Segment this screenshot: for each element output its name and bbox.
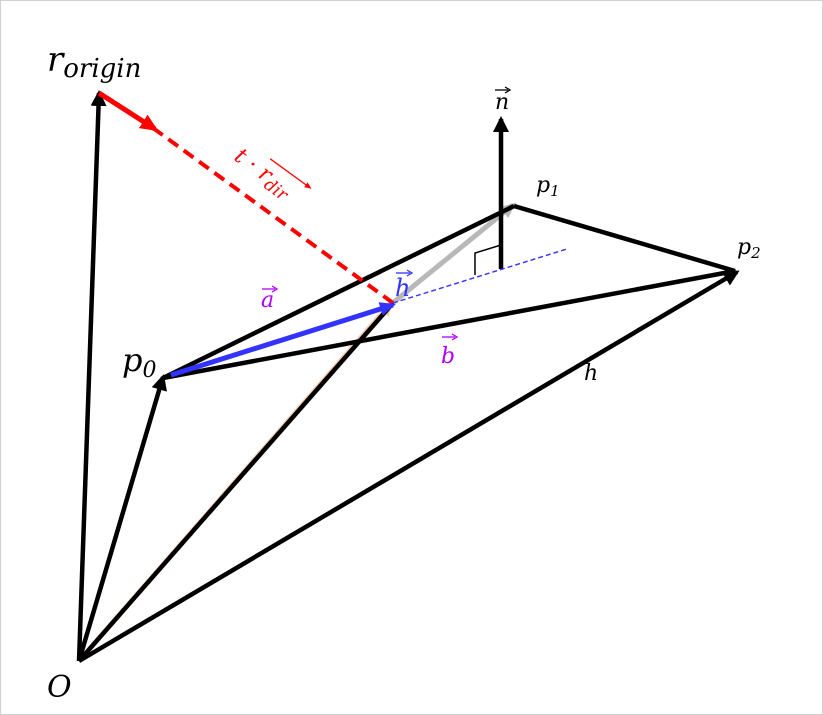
triangle-edge-p0-p1 [162,203,515,381]
triangle-edge-p1-p2 [513,203,736,274]
label-r-origin: rorigin [47,40,141,84]
svg-text:h: h [395,274,410,302]
svg-text:b: b [441,344,455,369]
svg-text:n: n [495,90,509,115]
label-h-bottom: h [584,361,598,386]
label-b-vector: b [441,333,459,369]
label-p0: p0 [122,341,156,383]
vector-a-p0-to-h [170,302,396,378]
label-a-vector: a [261,285,279,313]
projection-dashed-line [392,248,568,304]
vector-o-to-r-origin [76,90,107,662]
label-t-r-dir: t · rdir [227,144,312,206]
svg-text:t · rdir: t · rdir [227,144,297,206]
label-p2: p2 [737,235,761,262]
label-h-vector: h [395,269,414,302]
label-n-vector: n [495,86,512,115]
label-origin-o: O [47,670,72,705]
ray-direction-dashed [151,126,395,305]
vector-o-to-p1 [77,301,395,663]
right-angle-marker [474,244,502,275]
vector-o-to-p0 [76,374,167,662]
ray-direction-start [97,90,159,132]
label-p1: p1 [536,173,560,200]
svg-text:a: a [261,288,274,313]
vector-o-to-p1-gray [387,202,517,308]
vector-o-to-p2 [77,270,740,663]
triangle-edge-p0-p2 [162,268,736,381]
